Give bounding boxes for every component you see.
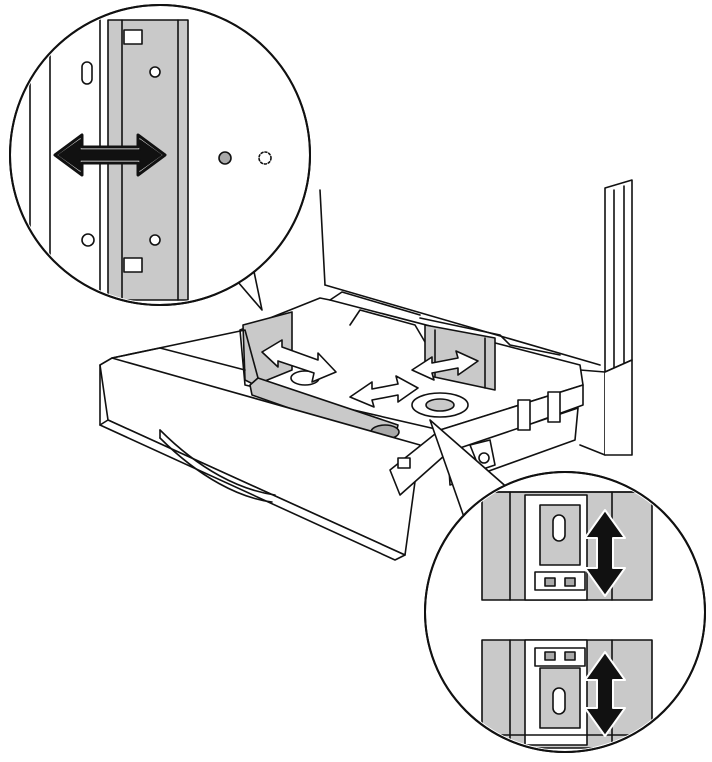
double-arrow-center-guide-icon [349,375,419,408]
zoom-callout-end-guide [424,419,706,753]
double-arrow-horizontal-icon [53,133,167,177]
double-arrow-back-guide-icon [411,350,479,381]
paper-tray [99,291,584,561]
printer-body [319,179,633,456]
double-arrow-vertical-icon [584,509,626,737]
double-arrow-left-guide-icon [261,339,337,383]
